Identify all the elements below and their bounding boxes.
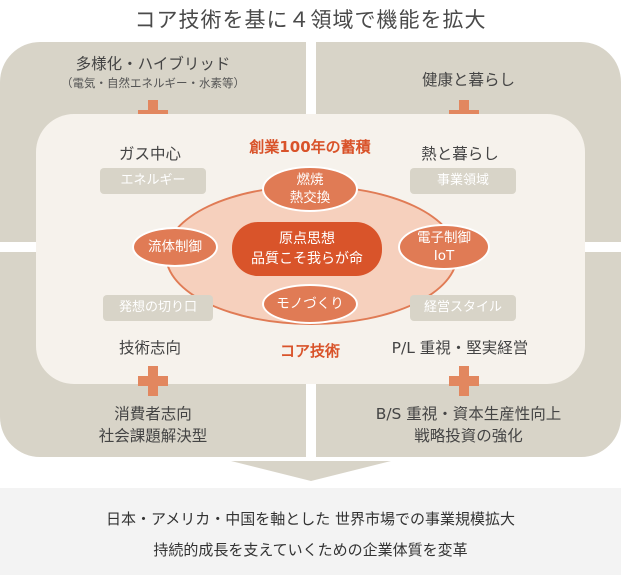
inner-bottom-left-heading: 技術志向 [118,339,181,357]
core-philosophy-line2: 品質こそ我らが命 [251,251,363,267]
inner-top-right-heading: 熱と暮らし [421,145,499,163]
category-chip-ideation: 発想の切り口 [103,295,213,321]
outcome-line1: 日本・アメリカ・中国を軸とした 世界市場での事業規模拡大 [105,510,516,528]
category-chip-business-domain: 事業領域 [410,168,516,194]
outcome-line2: 持続的成長を支えていくための企業体質を変革 [153,541,468,559]
quadrant-bottom-right-line1: B/S 重視・資本生産性向上 [375,405,562,423]
quadrant-top-right-title: 健康と暮らし [421,71,515,89]
quadrant-top-left-note: （電気・自然エネルギー・水素等） [61,76,245,90]
diagram-title: コア技術を基に４領域で機能を拡大 [134,8,487,32]
bubble-combustion-line2: 熱交換 [289,190,331,206]
bubble-fluid-control-label: 流体制御 [148,239,202,255]
bubble-combustion: 燃焼 熱交換 [262,166,358,212]
inner-bottom-right-heading: P/L 重視・堅実経営 [391,339,529,357]
bubble-electronic-control: 電子制御 IoT [398,224,490,270]
quadrant-bottom-left-line2: 社会課題解決型 [98,427,208,445]
category-chip-energy: エネルギー [100,168,206,194]
core-technology-label: コア技術 [279,342,340,360]
category-chip-management-style: 経営スタイル [410,295,516,321]
core-philosophy-line1: 原点思想 [279,231,335,247]
core-philosophy: 原点思想 品質こそ我らが命 [232,222,382,276]
heritage-label: 創業100年の蓄積 [249,138,371,156]
inner-top-left-heading: ガス中心 [118,145,181,163]
plus-icon [138,366,168,396]
bubble-electronic-control-line2: IoT [433,248,455,264]
quadrant-bottom-left-line1: 消費者志向 [114,405,192,423]
bubble-electronic-control-line1: 電子制御 [417,230,471,246]
down-arrow-icon [231,461,391,481]
bubble-manufacturing-label: モノづくり [276,296,344,312]
bubble-fluid-control: 流体制御 [132,227,218,267]
bubble-manufacturing: モノづくり [262,284,358,324]
outcome-box [0,488,621,575]
plus-icon [449,366,479,396]
bubble-combustion-line1: 燃焼 [296,172,324,188]
quadrant-top-left-title: 多様化・ハイブリッド [75,55,231,73]
quadrant-bottom-right-line2: 戦略投資の強化 [414,427,523,445]
